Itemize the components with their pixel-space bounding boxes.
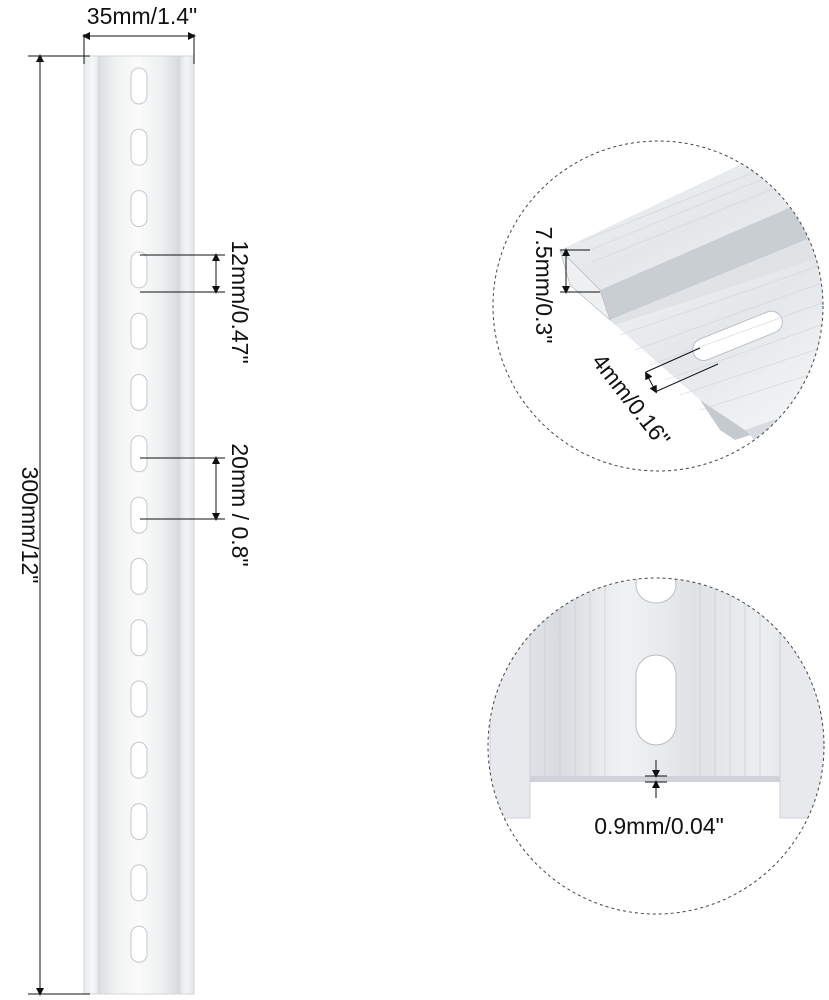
- rail-slot: [130, 435, 148, 473]
- rail-slot: [130, 864, 148, 902]
- rail-slot: [130, 741, 148, 779]
- rail-slots: [130, 67, 148, 963]
- width-dimension: 35mm/1.4": [82, 3, 197, 64]
- slot-pitch-dimension: 20mm / 0.8": [140, 443, 253, 567]
- thickness-detail-circle: 0.9mm/0.04": [487, 577, 825, 915]
- rail-slot: [130, 496, 148, 534]
- length-label: 300mm/12": [17, 467, 43, 584]
- thickness-label: 0.9mm/0.04": [594, 813, 724, 839]
- rail-slot: [130, 374, 148, 411]
- rail-slot: [130, 67, 148, 105]
- rail-slot: [130, 925, 148, 963]
- rail-slot: [130, 619, 148, 657]
- rail-slot: [130, 680, 148, 718]
- rail-slot: [130, 312, 148, 350]
- length-dimension: 300mm/12": [17, 54, 90, 996]
- rail-slot: [130, 190, 148, 228]
- rail-slot: [130, 128, 148, 166]
- width-label: 35mm/1.4": [87, 3, 197, 29]
- rail-slot: [130, 803, 148, 841]
- slot-length-label: 12mm/0.47": [227, 240, 253, 363]
- profile-detail-circle: 7.5mm/0.3" 4mm/0.16": [492, 140, 824, 472]
- slot-pitch-label: 20mm / 0.8": [227, 443, 253, 566]
- rail-slot: [130, 557, 148, 595]
- rail-slot: [130, 251, 148, 289]
- slot-length-dimension: 12mm/0.47": [140, 240, 253, 364]
- flange-height-label: 7.5mm/0.3": [531, 227, 557, 344]
- din-rail-front-view: [83, 55, 195, 995]
